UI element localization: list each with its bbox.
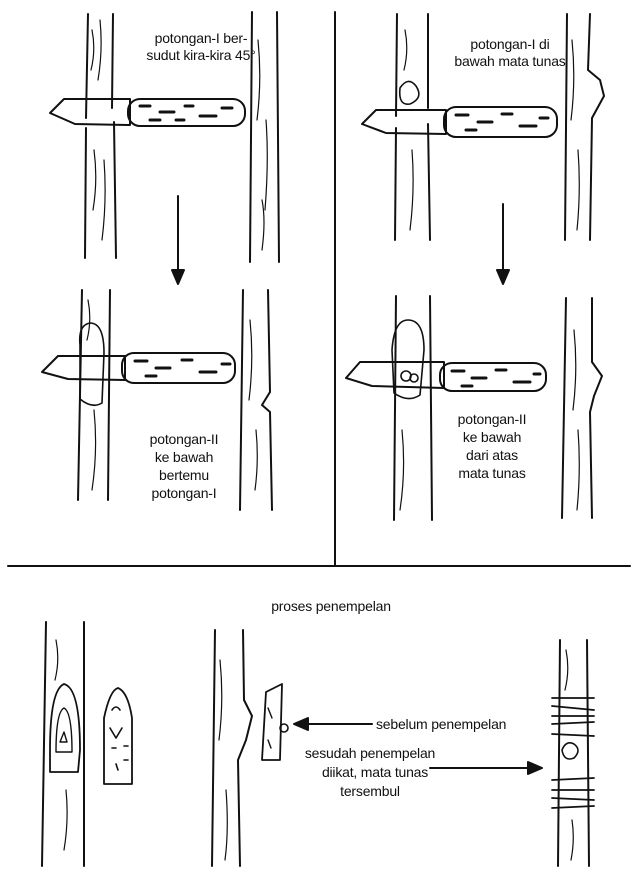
caption-first-cut-below-bud: potongan-I di bawah mata tunas (448, 36, 572, 70)
caption-line: mata tunas (440, 464, 544, 482)
rootstock-with-shield-cut (42, 622, 84, 866)
arrow-down-left (172, 196, 184, 284)
caption-line: ke bawah (132, 448, 236, 466)
caption-line: ke bawah (440, 428, 544, 446)
label-after-tied: sesudah penempelan diikat, mata tunas te… (290, 744, 450, 801)
label-before-insert: sebelum penempelan (376, 716, 506, 733)
caption-line: tersembul (290, 782, 450, 801)
caption-line: dari atas (440, 446, 544, 464)
caption-line: bertemu (132, 466, 236, 484)
stem-right-step2-right (562, 298, 602, 518)
shield-being-inserted (262, 684, 288, 760)
caption-first-cut-angle: potongan-I ber- sudut kira-kira 45° (136, 30, 266, 64)
caption-line: potongan-II (440, 410, 544, 428)
stem-right-step2-left (240, 290, 272, 510)
grafting-knife-4 (346, 362, 546, 391)
caption-line: potongan-I di (448, 36, 572, 53)
arrow-before-insert (294, 718, 372, 730)
caption-line: bawah mata tunas (448, 53, 572, 70)
grafting-knife-2 (42, 353, 235, 383)
caption-line: potongan-I (132, 484, 236, 502)
caption-second-cut-meets: potongan-II ke bawah bertemu potongan-I (132, 430, 236, 502)
stem-with-bud-first-cut (395, 14, 430, 240)
caption-second-cut-above-bud: potongan-II ke bawah dari atas mata tuna… (440, 410, 544, 482)
process-title: proses penempelan (256, 598, 406, 615)
caption-line: sesudah penempelan (290, 744, 450, 763)
tied-graft-stem (552, 640, 594, 866)
stem-with-bud-second-cut (392, 296, 432, 520)
caption-line: potongan-II (132, 430, 236, 448)
stem-with-second-cut (78, 290, 110, 500)
caption-line: potongan-I ber- (136, 30, 266, 47)
rootstock-before-insert (212, 630, 252, 866)
bud-shield-piece (104, 688, 132, 784)
arrow-down-right (497, 204, 509, 284)
caption-line: diikat, mata tunas (300, 763, 450, 782)
grafting-knife-3 (362, 107, 557, 137)
caption-line: sudut kira-kira 45° (136, 47, 266, 64)
stem-with-first-cut (85, 14, 116, 258)
grafting-knife-1 (50, 99, 245, 126)
